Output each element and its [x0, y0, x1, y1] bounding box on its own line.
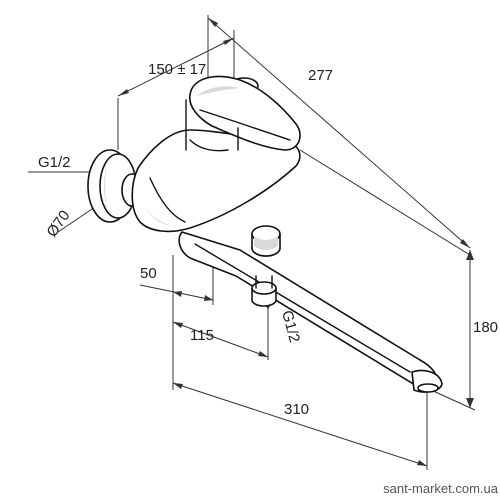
dim-spout-length: 310: [284, 401, 309, 418]
dim-offset-50: 50: [140, 265, 157, 282]
dim-height: 180: [473, 319, 498, 336]
watermark: sant-market.com.ua: [383, 481, 499, 496]
dim-inlet-thread-left: G1/2: [38, 154, 71, 171]
bottom-inlet: [251, 275, 277, 307]
dim-total-length: 277: [308, 67, 333, 84]
spout: [178, 231, 443, 393]
faucet-body: [87, 75, 443, 393]
dim-offset-115: 115: [190, 327, 214, 344]
diverter-knob: [251, 225, 281, 257]
mixer-body: [131, 129, 301, 233]
dim-reach-range: 150 ± 17: [148, 61, 206, 78]
wall-rosette: [87, 149, 143, 223]
lever-handle: [185, 75, 301, 151]
dim-rosette-diameter: Ø70: [43, 207, 73, 240]
